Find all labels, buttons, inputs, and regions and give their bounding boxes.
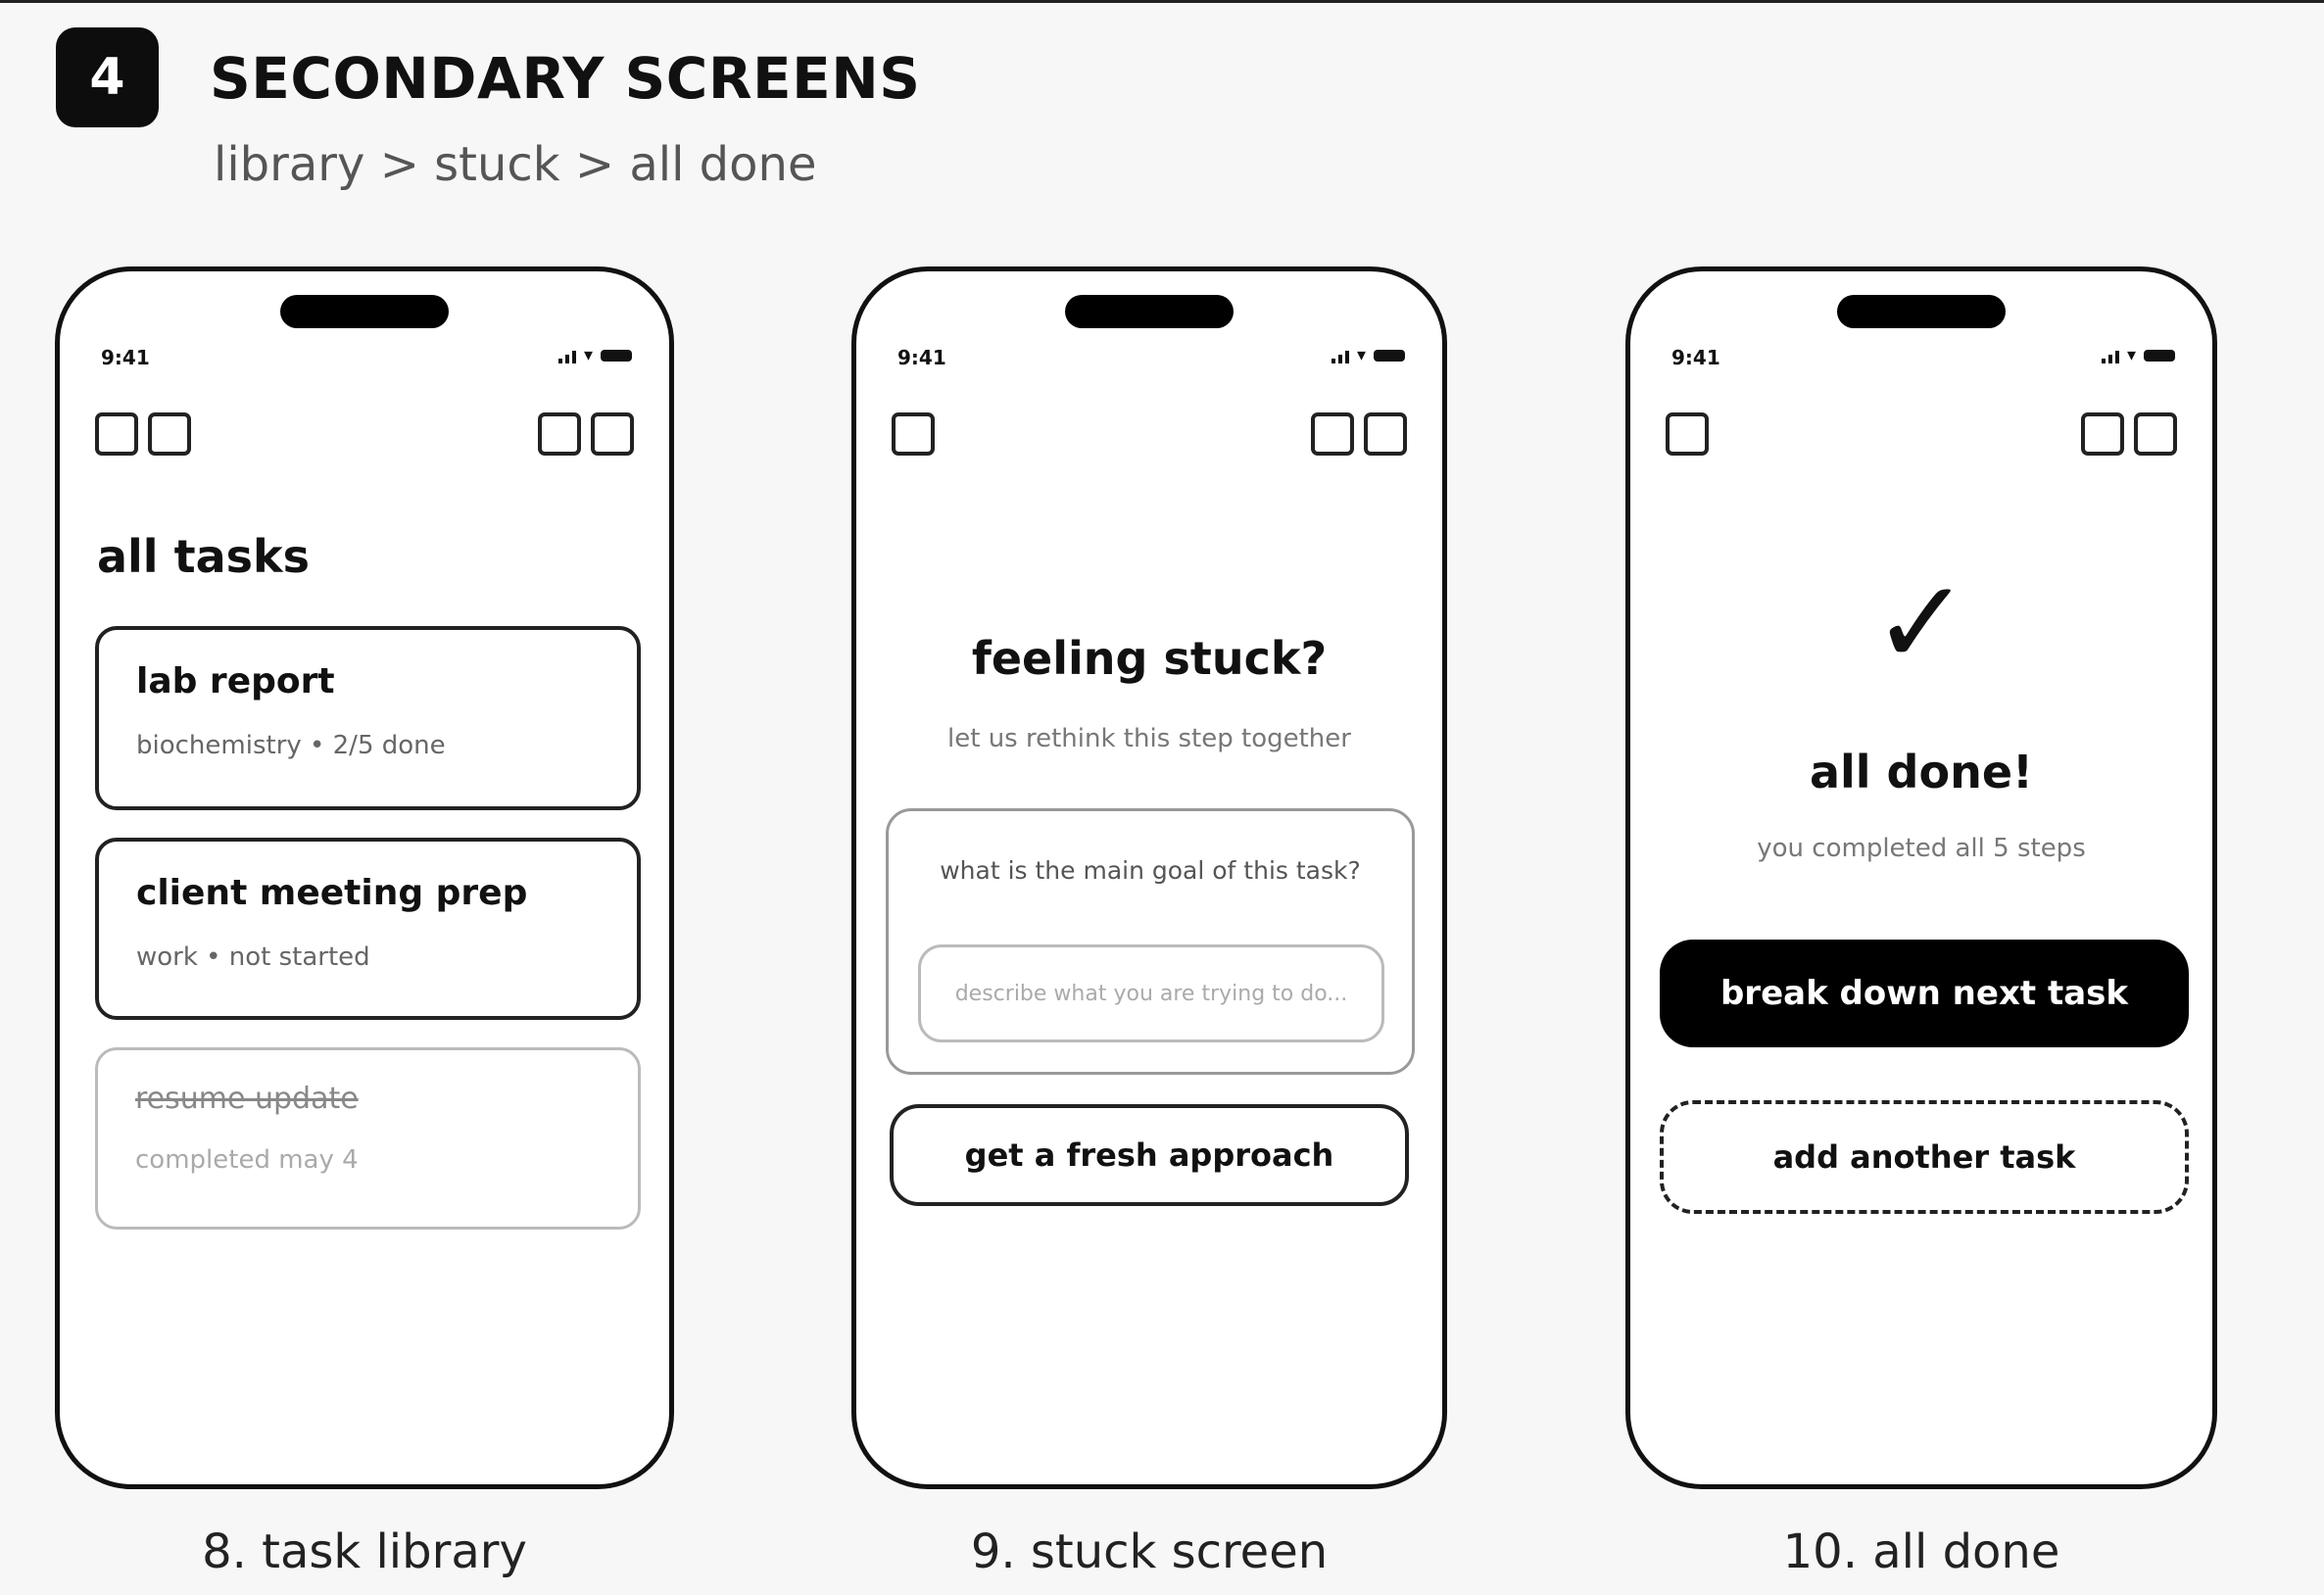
phone-notch xyxy=(1065,295,1234,328)
nav-right-group xyxy=(538,412,634,456)
stuck-subtitle: let us rethink this step together xyxy=(947,724,1351,753)
status-time: 9:41 xyxy=(1671,346,1720,369)
wifi-icon: ▾ xyxy=(1356,345,1366,365)
phone-all-done: 9:41 ▾ ✓ all done! you completed all 5 s… xyxy=(1625,266,2217,1489)
fresh-approach-button[interactable]: get a fresh approach xyxy=(890,1104,1409,1206)
status-icons: ▾ xyxy=(1331,344,1405,367)
task-card[interactable]: client meeting prep work • not started xyxy=(95,838,641,1020)
section-breadcrumb: library > stuck > all done xyxy=(214,137,817,192)
status-icons: ▾ xyxy=(557,344,632,367)
cellular-signal-icon xyxy=(557,348,576,363)
task-meta: biochemistry • 2/5 done xyxy=(136,731,446,760)
nav-left-group xyxy=(1666,412,1709,456)
nav-placeholder-icon[interactable] xyxy=(148,412,191,456)
cellular-signal-icon xyxy=(1331,348,1349,363)
nav-left-group xyxy=(95,412,191,456)
status-icons: ▾ xyxy=(2101,344,2175,367)
nav-placeholder-icon[interactable] xyxy=(1311,412,1354,456)
wifi-icon: ▾ xyxy=(583,345,593,365)
stuck-title: feeling stuck? xyxy=(971,632,1328,685)
goal-input[interactable] xyxy=(918,944,1384,1042)
done-title: all done! xyxy=(1809,746,2034,798)
phone-stuck-screen: 9:41 ▾ feeling stuck? let us rethink thi… xyxy=(851,266,1447,1489)
nav-placeholder-icon[interactable] xyxy=(538,412,581,456)
battery-icon xyxy=(1374,350,1405,362)
phone-notch xyxy=(1837,295,2006,328)
phone-notch xyxy=(280,295,449,328)
task-meta: completed may 4 xyxy=(135,1145,359,1175)
section-number-badge: 4 xyxy=(56,27,159,127)
cellular-signal-icon xyxy=(2101,348,2119,363)
question-prompt: what is the main goal of this task? xyxy=(940,856,1361,885)
break-down-next-task-button[interactable]: break down next task xyxy=(1660,940,2189,1047)
add-another-task-button[interactable]: add another task xyxy=(1660,1100,2189,1214)
status-time: 9:41 xyxy=(101,346,150,369)
task-card-completed[interactable]: resume update completed may 4 xyxy=(95,1047,641,1230)
nav-left-group xyxy=(892,412,935,456)
question-card: what is the main goal of this task? xyxy=(886,808,1415,1075)
nav-placeholder-icon[interactable] xyxy=(95,412,138,456)
checkmark-icon: ✓ xyxy=(1871,556,1971,692)
section-title: SECONDARY SCREENS xyxy=(210,45,921,112)
nav-right-group xyxy=(2081,412,2177,456)
battery-icon xyxy=(2144,350,2175,362)
nav-placeholder-icon[interactable] xyxy=(2081,412,2124,456)
status-time: 9:41 xyxy=(897,346,946,369)
wifi-icon: ▾ xyxy=(2126,345,2136,365)
top-rule xyxy=(0,0,2324,3)
back-placeholder-icon[interactable] xyxy=(1666,412,1709,456)
phone-task-library: 9:41 ▾ all tasks lab report biochemistry… xyxy=(55,266,674,1489)
screen-caption: 8. task library xyxy=(202,1524,527,1579)
task-title: client meeting prep xyxy=(136,873,528,913)
task-title: resume update xyxy=(135,1082,359,1116)
nav-right-group xyxy=(1311,412,1407,456)
screen-caption: 9. stuck screen xyxy=(970,1524,1329,1579)
nav-placeholder-icon[interactable] xyxy=(591,412,634,456)
list-heading: all tasks xyxy=(97,530,310,583)
nav-placeholder-icon[interactable] xyxy=(1364,412,1407,456)
battery-icon xyxy=(601,350,632,362)
task-title: lab report xyxy=(136,661,335,701)
nav-placeholder-icon[interactable] xyxy=(2134,412,2177,456)
screen-caption: 10. all done xyxy=(1782,1524,2060,1579)
back-placeholder-icon[interactable] xyxy=(892,412,935,456)
task-meta: work • not started xyxy=(136,942,370,972)
task-card[interactable]: lab report biochemistry • 2/5 done xyxy=(95,626,641,810)
done-subtitle: you completed all 5 steps xyxy=(1757,834,2086,863)
